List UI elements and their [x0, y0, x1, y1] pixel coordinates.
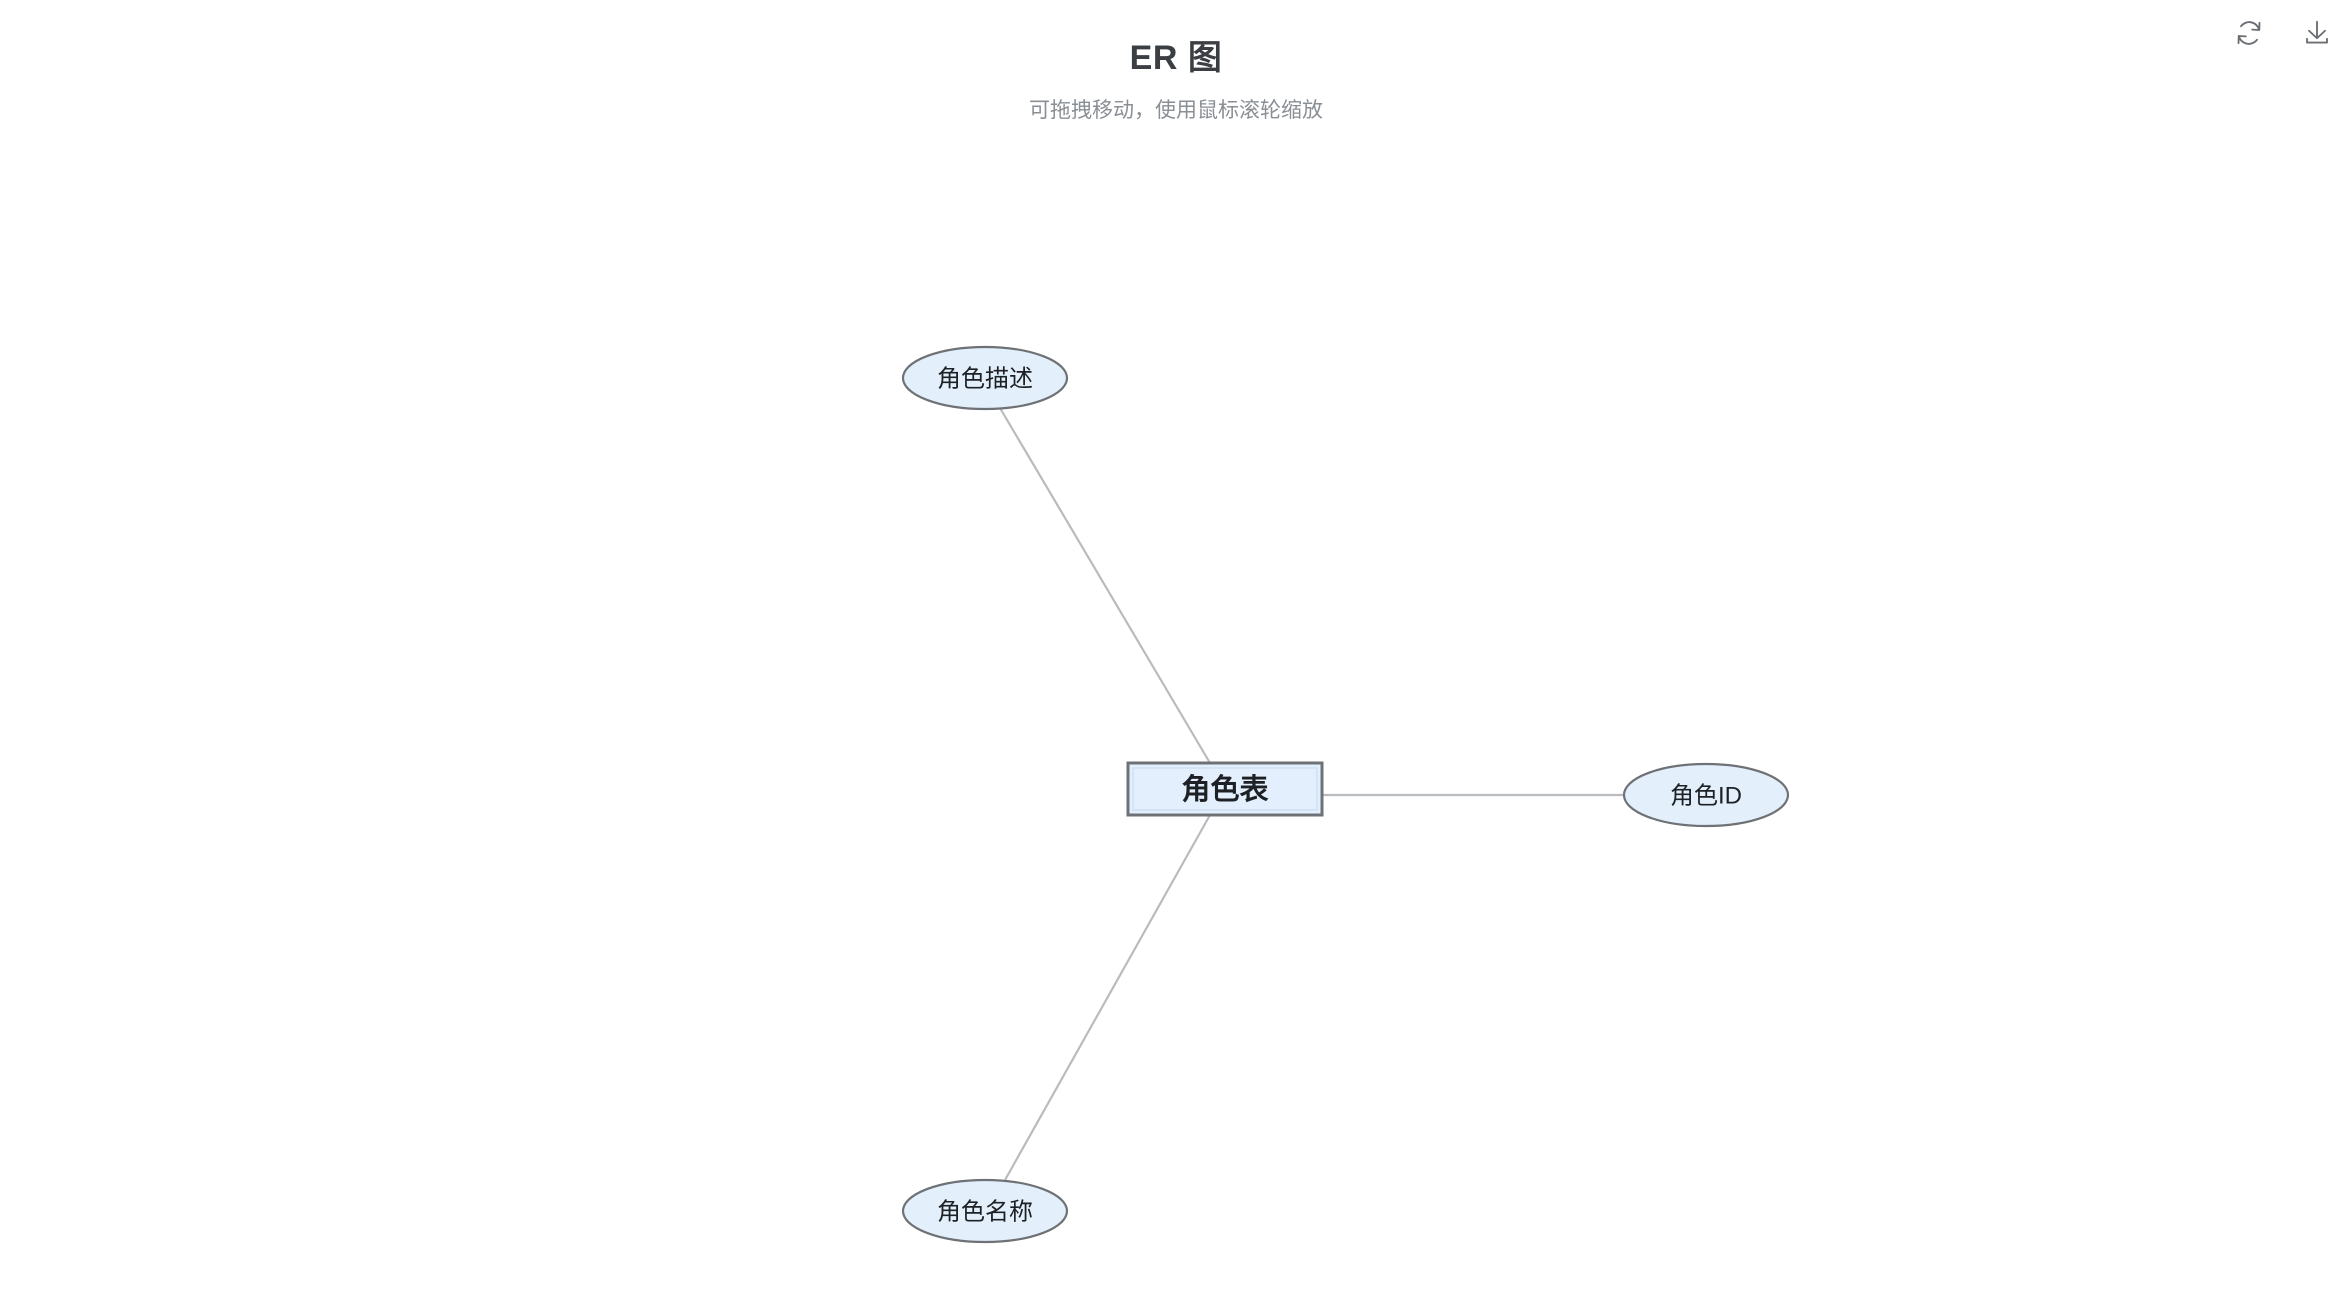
refresh-button[interactable]	[2228, 12, 2270, 54]
role-id-label: 角色ID	[1670, 783, 1742, 810]
edge-layer	[999, 407, 1624, 1181]
node-role-name[interactable]: 角色名称	[901, 1178, 1069, 1244]
role-table-rect[interactable]	[1126, 761, 1324, 817]
refresh-icon	[2234, 18, 2264, 48]
role-id-ellipse[interactable]	[1622, 762, 1790, 828]
node-role-table[interactable]: 角色表	[1126, 761, 1324, 817]
edge-role-table-role-description	[999, 407, 1211, 764]
role-table-rect-inner-highlight	[1132, 767, 1318, 811]
role-name-ellipse[interactable]	[901, 1178, 1069, 1244]
node-role-description[interactable]: 角色描述	[901, 345, 1069, 411]
node-role-id[interactable]: 角色ID	[1622, 762, 1790, 828]
role-name-label: 角色名称	[937, 1199, 1033, 1226]
role-description-ellipse[interactable]	[901, 345, 1069, 411]
download-button[interactable]	[2296, 12, 2338, 54]
edge-role-table-role-name	[1004, 814, 1211, 1181]
role-table-label: 角色表	[1181, 772, 1268, 806]
download-icon	[2302, 18, 2332, 48]
role-description-label: 角色描述	[937, 366, 1033, 393]
toolbar	[2228, 12, 2338, 54]
